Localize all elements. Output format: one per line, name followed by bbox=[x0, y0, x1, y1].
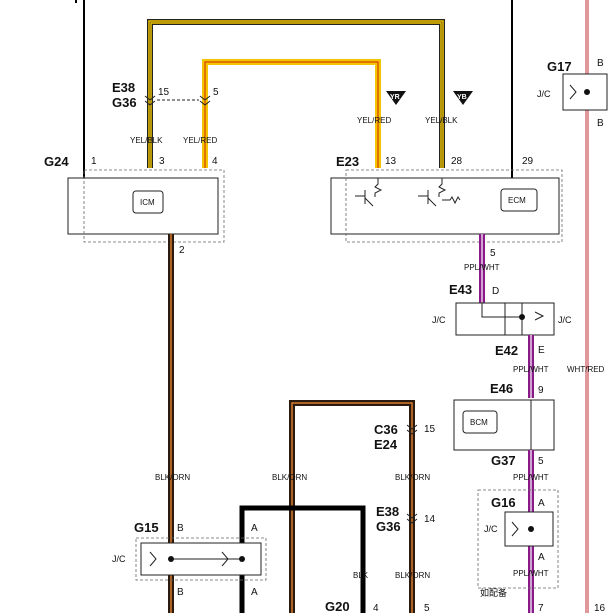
icm-label: ICM bbox=[140, 198, 155, 207]
connector-g20: G20 bbox=[325, 599, 350, 613]
badge-yr: YR bbox=[386, 91, 406, 105]
connector-e38-top: E38 bbox=[112, 80, 135, 95]
pin-29: 29 bbox=[522, 156, 534, 167]
pin-b-g15-top: B bbox=[177, 523, 184, 534]
pin-28: 28 bbox=[451, 156, 463, 167]
wire-label-ppl-wht-g37: PPL/WHT bbox=[513, 473, 549, 482]
connector-g15: G15 bbox=[134, 520, 159, 535]
connector-mark-c36 bbox=[406, 424, 418, 435]
jc-label-g17: J/C bbox=[537, 89, 551, 99]
connector-e23: E23 bbox=[336, 154, 359, 169]
pin-d: D bbox=[492, 286, 499, 297]
pin-a-g16-bot: A bbox=[538, 552, 545, 563]
wire-label-blk-orn-lower: BLK/ORN bbox=[395, 571, 430, 580]
connector-mark-e38-mid bbox=[406, 513, 418, 524]
ecm-transistor-2 bbox=[418, 178, 461, 207]
wire-label-blk-orn-mid: BLK/ORN bbox=[272, 473, 307, 482]
svg-text:YR: YR bbox=[390, 94, 400, 101]
pin-15-c36: 15 bbox=[424, 424, 436, 435]
connector-mark-e38-g36-top bbox=[144, 95, 211, 106]
connector-c36: C36 bbox=[374, 422, 398, 437]
connector-e24: E24 bbox=[374, 437, 398, 452]
pin-4: 4 bbox=[212, 156, 218, 167]
pin-a-g15-bot: A bbox=[251, 587, 258, 598]
pin-16: 16 bbox=[594, 603, 606, 613]
g15-node-right bbox=[239, 556, 245, 562]
connector-g36-top: G36 bbox=[112, 95, 137, 110]
wire-label-wht-red: WHT/RED bbox=[567, 365, 605, 374]
wire-yel-red-loop bbox=[202, 59, 381, 168]
pin-b-g17-bot: B bbox=[597, 118, 604, 129]
connector-g17: G17 bbox=[547, 59, 572, 74]
pin-2: 2 bbox=[179, 245, 185, 256]
ecm-transistor-1 bbox=[355, 178, 383, 207]
g15-node-left bbox=[168, 556, 174, 562]
bcm-chip bbox=[462, 410, 498, 434]
wire-label-blk: BLK bbox=[353, 571, 369, 580]
pin-4-g20: 4 bbox=[373, 603, 379, 613]
connector-e43: E43 bbox=[449, 282, 472, 297]
wire-label-yel-blk-right: YEL/BLK bbox=[425, 116, 458, 125]
ecm-label: ECM bbox=[508, 196, 526, 205]
pin-5-top: 5 bbox=[213, 87, 219, 98]
ecm-module-dashed bbox=[345, 169, 563, 243]
pin-15-top: 15 bbox=[158, 87, 170, 98]
wire-label-ppl-wht-g16: PPL/WHT bbox=[513, 569, 549, 578]
pin-b-g15-bot: B bbox=[177, 587, 184, 598]
wire-label-blk-orn-left: BLK/ORN bbox=[155, 473, 190, 482]
connector-g24: G24 bbox=[44, 154, 69, 169]
g16-dashed bbox=[477, 489, 559, 589]
pin-e: E bbox=[538, 345, 545, 356]
connector-e38-mid: E38 bbox=[376, 504, 399, 519]
pin-14: 14 bbox=[424, 514, 436, 525]
pin-5-ecm: 5 bbox=[490, 248, 496, 259]
wire-label-blk-orn-right: BLK/ORN bbox=[395, 473, 430, 482]
pin-a-g16-top: A bbox=[538, 498, 545, 509]
pin-a-g15-top: A bbox=[251, 523, 258, 534]
wire-label-yel-red-left: YEL/RED bbox=[183, 136, 217, 145]
pin-1: 1 bbox=[91, 156, 97, 167]
jc-label-e43-left: J/C bbox=[432, 315, 446, 325]
g15-dashed bbox=[135, 537, 267, 581]
g16-node bbox=[528, 526, 534, 532]
svg-text:YB: YB bbox=[457, 94, 467, 101]
pin-7: 7 bbox=[538, 603, 544, 613]
connector-e42: E42 bbox=[495, 343, 518, 358]
wire-label-ppl-wht-ecm: PPL/WHT bbox=[464, 263, 500, 272]
pin-3: 3 bbox=[159, 156, 165, 167]
connector-g36-mid: G36 bbox=[376, 519, 401, 534]
icm-chip bbox=[132, 190, 164, 214]
jc-e43-node bbox=[519, 314, 525, 320]
pin-5-g37: 5 bbox=[538, 456, 544, 467]
badge-yb: YB bbox=[453, 91, 473, 105]
pin-5-g20: 5 bbox=[424, 603, 430, 613]
wire-label-ppl-wht-e42: PPL/WHT bbox=[513, 365, 549, 374]
wire-label-yel-blk-left: YEL/BLK bbox=[130, 136, 163, 145]
jc-label-g16: J/C bbox=[484, 524, 498, 534]
connector-g37: G37 bbox=[491, 453, 516, 468]
connector-e46: E46 bbox=[490, 381, 513, 396]
pin-13: 13 bbox=[385, 156, 397, 167]
g17-node bbox=[584, 89, 590, 95]
jc-label-g15: J/C bbox=[112, 554, 126, 564]
wire-label-yel-red-right: YEL/RED bbox=[357, 116, 391, 125]
ecm-chip bbox=[500, 188, 538, 212]
icm-module-dashed bbox=[83, 169, 225, 243]
icm-module-box bbox=[67, 177, 219, 235]
wire-yel-blk-loop bbox=[147, 19, 445, 168]
connector-g16: G16 bbox=[491, 495, 516, 510]
jc-label-e43-right: J/C bbox=[558, 315, 572, 325]
note-optional: 如配备 bbox=[480, 587, 507, 599]
pin-9: 9 bbox=[538, 385, 544, 396]
bcm-label: BCM bbox=[470, 418, 488, 427]
pin-b-g17-top: B bbox=[597, 58, 604, 69]
